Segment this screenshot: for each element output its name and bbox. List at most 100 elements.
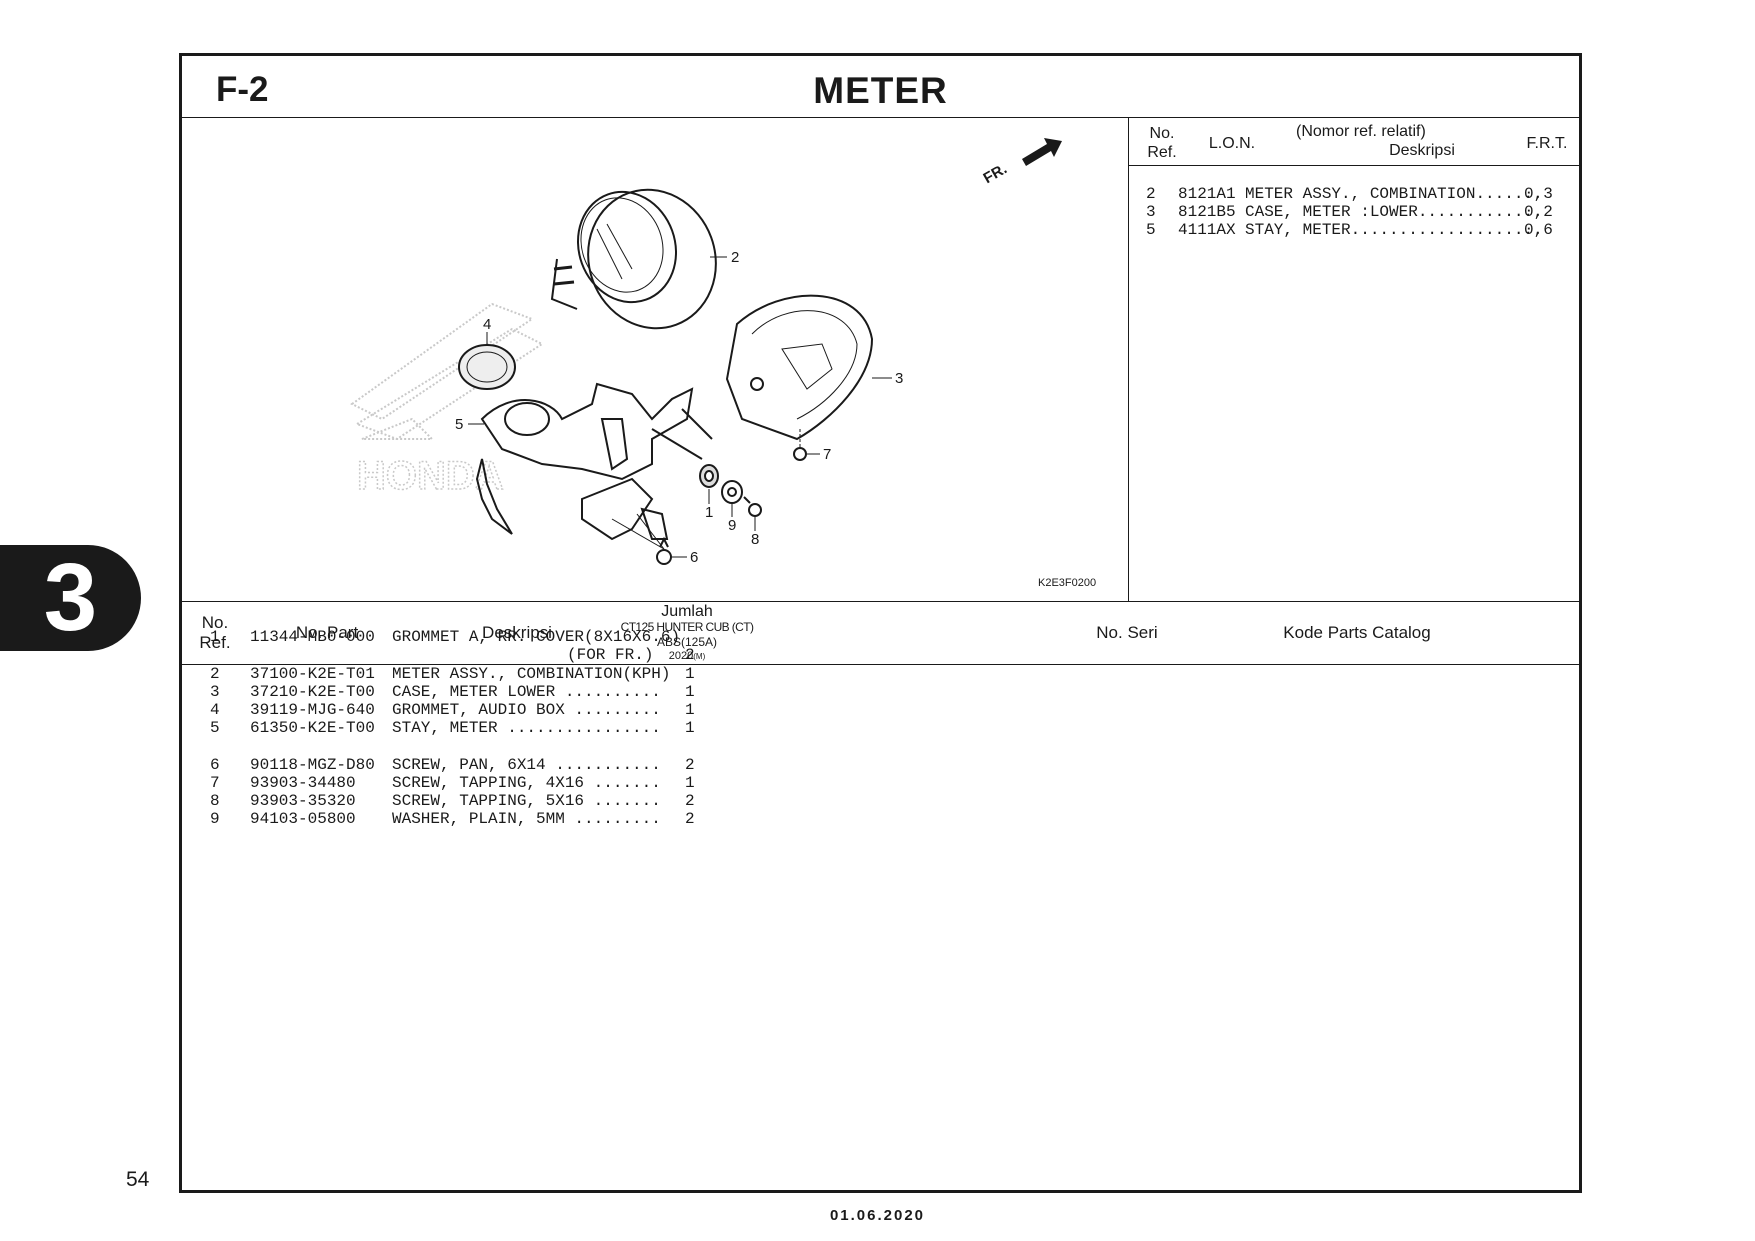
- parts-ref-header-bottom: Ref.: [199, 633, 231, 652]
- parts-partno: 90118-MGZ-D80: [250, 756, 375, 774]
- frt-ref: 5: [1146, 221, 1156, 239]
- parts-qty: 2: [685, 646, 695, 664]
- frt-header-divider: [1129, 165, 1579, 166]
- frt-value: 0,6: [1524, 221, 1553, 239]
- qty-header-year-code: (M): [693, 652, 706, 661]
- section-code: F-2: [216, 70, 269, 109]
- parts-catalog-header: Kode Parts Catalog: [1283, 623, 1431, 642]
- parts-desc: METER ASSY., COMBINATION(KPH): [392, 665, 671, 683]
- parts-qty: 2: [685, 810, 695, 828]
- callout-7: 7: [823, 446, 831, 463]
- parts-ref: 6: [210, 756, 220, 774]
- page-number: 54: [126, 1168, 150, 1191]
- qty-header-type: ABS(125A): [656, 635, 718, 649]
- screw-6-drawing: [656, 536, 672, 565]
- frt-ref: 3: [1146, 203, 1156, 221]
- frt-desc: STAY, METER....................: [1245, 221, 1543, 239]
- parts-desc: SCREW, PAN, 6X14 ...........: [392, 756, 661, 774]
- parts-partno-header: No. Part: [295, 623, 359, 642]
- parts-qty: 1: [685, 774, 695, 792]
- parts-desc: WASHER, PLAIN, 5MM .........: [392, 810, 661, 828]
- grommet-drawing: [458, 344, 516, 390]
- parts-serial-header: No. Seri: [1096, 623, 1158, 642]
- parts-partno: 11344-MB0-000: [250, 628, 375, 646]
- frt-lon: 8121B5: [1178, 203, 1236, 221]
- qty-header-model: CT125 HUNTER CUB (CT): [620, 620, 754, 634]
- page-title: METER: [813, 70, 948, 111]
- figure-code: K2E3F0200: [1038, 577, 1097, 589]
- parts-desc: GROMMET A, RR. COVER(8X16X6.6): [392, 628, 681, 646]
- parts-desc: SCREW, TAPPING, 4X16 .......: [392, 774, 661, 792]
- frt-value: 0,3: [1524, 185, 1553, 203]
- front-marker: FR.: [981, 160, 1010, 187]
- frt-row: 5 4111AX STAY, METER....................…: [1142, 221, 1553, 329]
- parts-ref: 8: [210, 792, 220, 810]
- column-divider: [1128, 117, 1129, 601]
- frt-ref: 2: [1146, 185, 1156, 203]
- meter-case-lower-drawing: [725, 294, 874, 441]
- exploded-parts-diagram: HONDA: [350, 138, 1062, 566]
- frt-lon-header: L.O.N.: [1208, 135, 1256, 152]
- parts-qty: 1: [685, 719, 695, 737]
- parts-ref-header-top: No.: [201, 613, 229, 632]
- parts-desc: STAY, METER ................: [392, 719, 661, 737]
- frt-row: 3 8121B5 CASE, METER :LOWER.............…: [1142, 203, 1553, 311]
- callout-labels: 2 4 3 5 7 1 9 8 6: [455, 249, 903, 566]
- callout-6: 6: [690, 549, 698, 566]
- meter-stay-drawing: [475, 382, 713, 541]
- callout-3: 3: [895, 370, 903, 387]
- parts-ref: 1: [210, 628, 220, 646]
- parts-partno: 94103-05800: [250, 810, 356, 828]
- parts-partno: 93903-35320: [250, 792, 356, 810]
- frt-lon: 8121A1: [1178, 185, 1236, 203]
- table-header-bottom-divider: [182, 664, 1579, 665]
- parts-ref: 9: [210, 810, 220, 828]
- frt-desc-header-bottom: Deskripsi: [1389, 142, 1455, 159]
- frt-desc: METER ASSY., COMBINATION.......: [1245, 185, 1543, 203]
- callout-1: 1: [705, 504, 713, 521]
- frt-ref-header-bottom: Ref.: [1147, 144, 1177, 161]
- catalog-frame: F-2 METER HONDA: [179, 53, 1582, 1193]
- parts-ref: 4: [210, 701, 220, 719]
- parts-ref: 7: [210, 774, 220, 792]
- parts-ref: 5: [210, 719, 220, 737]
- parts-ref: 3: [210, 683, 220, 701]
- parts-partno: 93903-34480: [250, 774, 356, 792]
- callout-4: 4: [483, 316, 491, 333]
- header-divider: [182, 117, 1579, 118]
- table-header-top-divider: [182, 601, 1579, 602]
- front-direction-arrow: [1022, 138, 1062, 166]
- parts-desc: SCREW, TAPPING, 5X16 .......: [392, 792, 661, 810]
- parts-partno: 39119-MJG-640: [250, 701, 375, 719]
- parts-qty: 1: [685, 701, 695, 719]
- callout-8: 8: [751, 531, 759, 548]
- washer-drawing: [721, 480, 743, 504]
- parts-desc-header: Deskripsi: [482, 623, 552, 642]
- frt-lon: 4111AX: [1178, 221, 1236, 239]
- parts-desc: CASE, METER LOWER ..........: [392, 683, 661, 701]
- parts-ref-header: No. Ref.: [190, 613, 240, 653]
- frt-desc-header-top: (Nomor ref. relatif): [1296, 123, 1426, 140]
- grommet-a-drawing: [699, 464, 719, 488]
- meter-assy-drawing: [550, 188, 717, 330]
- parts-partno: 61350-K2E-T00: [250, 719, 375, 737]
- parts-ref: 2: [210, 665, 220, 683]
- frt-value: 0,2: [1524, 203, 1553, 221]
- chapter-tab: 3: [0, 545, 141, 651]
- frt-desc: CASE, METER :LOWER.............: [1245, 203, 1543, 221]
- frt-ref-header: No. Ref.: [1132, 124, 1192, 162]
- callout-5: 5: [455, 416, 463, 433]
- frt-row: 2 8121A1 METER ASSY., COMBINATION.......…: [1142, 185, 1553, 293]
- parts-qty-header: Jumlah CT125 HUNTER CUB (CT) ABS(125A) 2…: [612, 603, 762, 663]
- screw-7-drawing: [793, 429, 807, 461]
- parts-desc: GROMMET, AUDIO BOX .........: [392, 701, 661, 719]
- callout-9: 9: [728, 517, 736, 534]
- parts-qty: 1: [685, 683, 695, 701]
- callout-2: 2: [731, 249, 739, 266]
- parts-partno: 37100-K2E-T01: [250, 665, 375, 683]
- frt-desc-header: (Nomor ref. relatif) Deskripsi: [1282, 122, 1502, 160]
- screw-8-drawing: [743, 496, 762, 517]
- qty-header-title: Jumlah: [661, 603, 713, 620]
- parts-qty: 2: [685, 756, 695, 774]
- parts-partno: 37210-K2E-T00: [250, 683, 375, 701]
